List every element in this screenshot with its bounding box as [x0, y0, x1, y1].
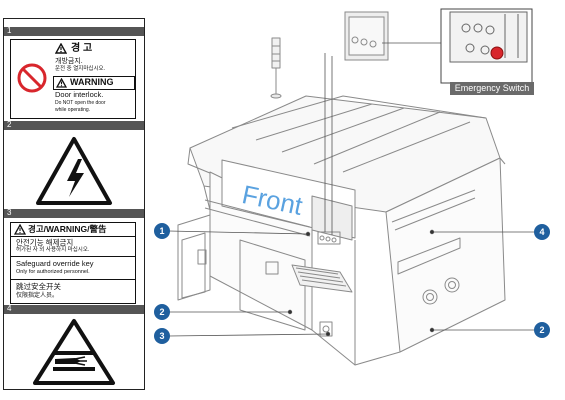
english-warning-line3: while operating.	[55, 107, 91, 113]
warning-triangle-icon	[55, 43, 67, 54]
korean-warning-line2: 운전 중 열지마십시오.	[55, 66, 106, 72]
korean-warning-title: 경 고	[71, 43, 93, 54]
section-number-3: 3	[7, 208, 12, 217]
english-warning-line2: Do NOT open the door	[55, 100, 106, 106]
english-warning-line1: Door interlock.	[55, 90, 104, 99]
english-warning-title: WARNING	[70, 77, 114, 87]
prohibition-icon	[17, 63, 47, 93]
warning-triangle-icon	[14, 224, 26, 235]
callout-marker-2-right: 2	[534, 322, 550, 338]
upper-panel-inset	[344, 11, 389, 61]
hand-crush-warning-icon	[33, 319, 115, 385]
callout-marker-1: 1	[154, 223, 170, 239]
section-header-2: 2	[4, 120, 144, 130]
section-header-3: 3	[4, 208, 144, 218]
override-chinese-line1: 跳过安全开关	[16, 282, 61, 291]
override-english-line2: Only for authorized personnel.	[16, 269, 90, 275]
override-divider	[11, 256, 135, 257]
emergency-stop-button	[490, 46, 504, 60]
override-chinese-line2: 仅限指定人员。	[16, 293, 59, 299]
safeguard-override-label: 경고/WARNING/警告 안전기능 해제금지 허가된 자 외 사용하지 마십시…	[10, 222, 136, 304]
override-divider	[11, 279, 135, 280]
electric-shock-warning-icon	[36, 137, 112, 205]
callout-marker-3: 3	[154, 328, 170, 344]
override-korean-line1: 안전기능 해제금지	[16, 238, 74, 247]
warning-title-box: WARNING	[53, 76, 135, 90]
callout-marker-4: 4	[534, 224, 550, 240]
section-number-1: 1	[7, 26, 12, 35]
section-header-4: 4	[4, 304, 144, 314]
korean-warning-line1: 개방금지.	[55, 58, 83, 65]
section-header-1: 1	[4, 26, 144, 36]
override-english-line1: Safeguard override key	[16, 259, 94, 268]
override-korean-line2: 허가된 자 외 사용하지 마십시오.	[16, 247, 90, 253]
section-number-4: 4	[7, 304, 12, 313]
override-title: 경고/WARNING/警告	[28, 224, 107, 234]
emergency-switch-inset	[440, 8, 533, 84]
warning-triangle-icon	[56, 78, 67, 88]
door-interlock-warning-label: 경 고 개방금지. 운전 중 열지마십시오. WARNING Door inte…	[10, 39, 136, 119]
override-title-bar: 경고/WARNING/警告	[11, 223, 135, 237]
callout-marker-2: 2	[154, 304, 170, 320]
safety-label-panel: 1 경 고 개방금지. 운전 중 열지마십시오. WARNING	[3, 18, 145, 390]
section-number-2: 2	[7, 120, 12, 129]
emergency-switch-label: Emergency Switch	[450, 82, 534, 95]
signal-tower	[270, 37, 282, 99]
